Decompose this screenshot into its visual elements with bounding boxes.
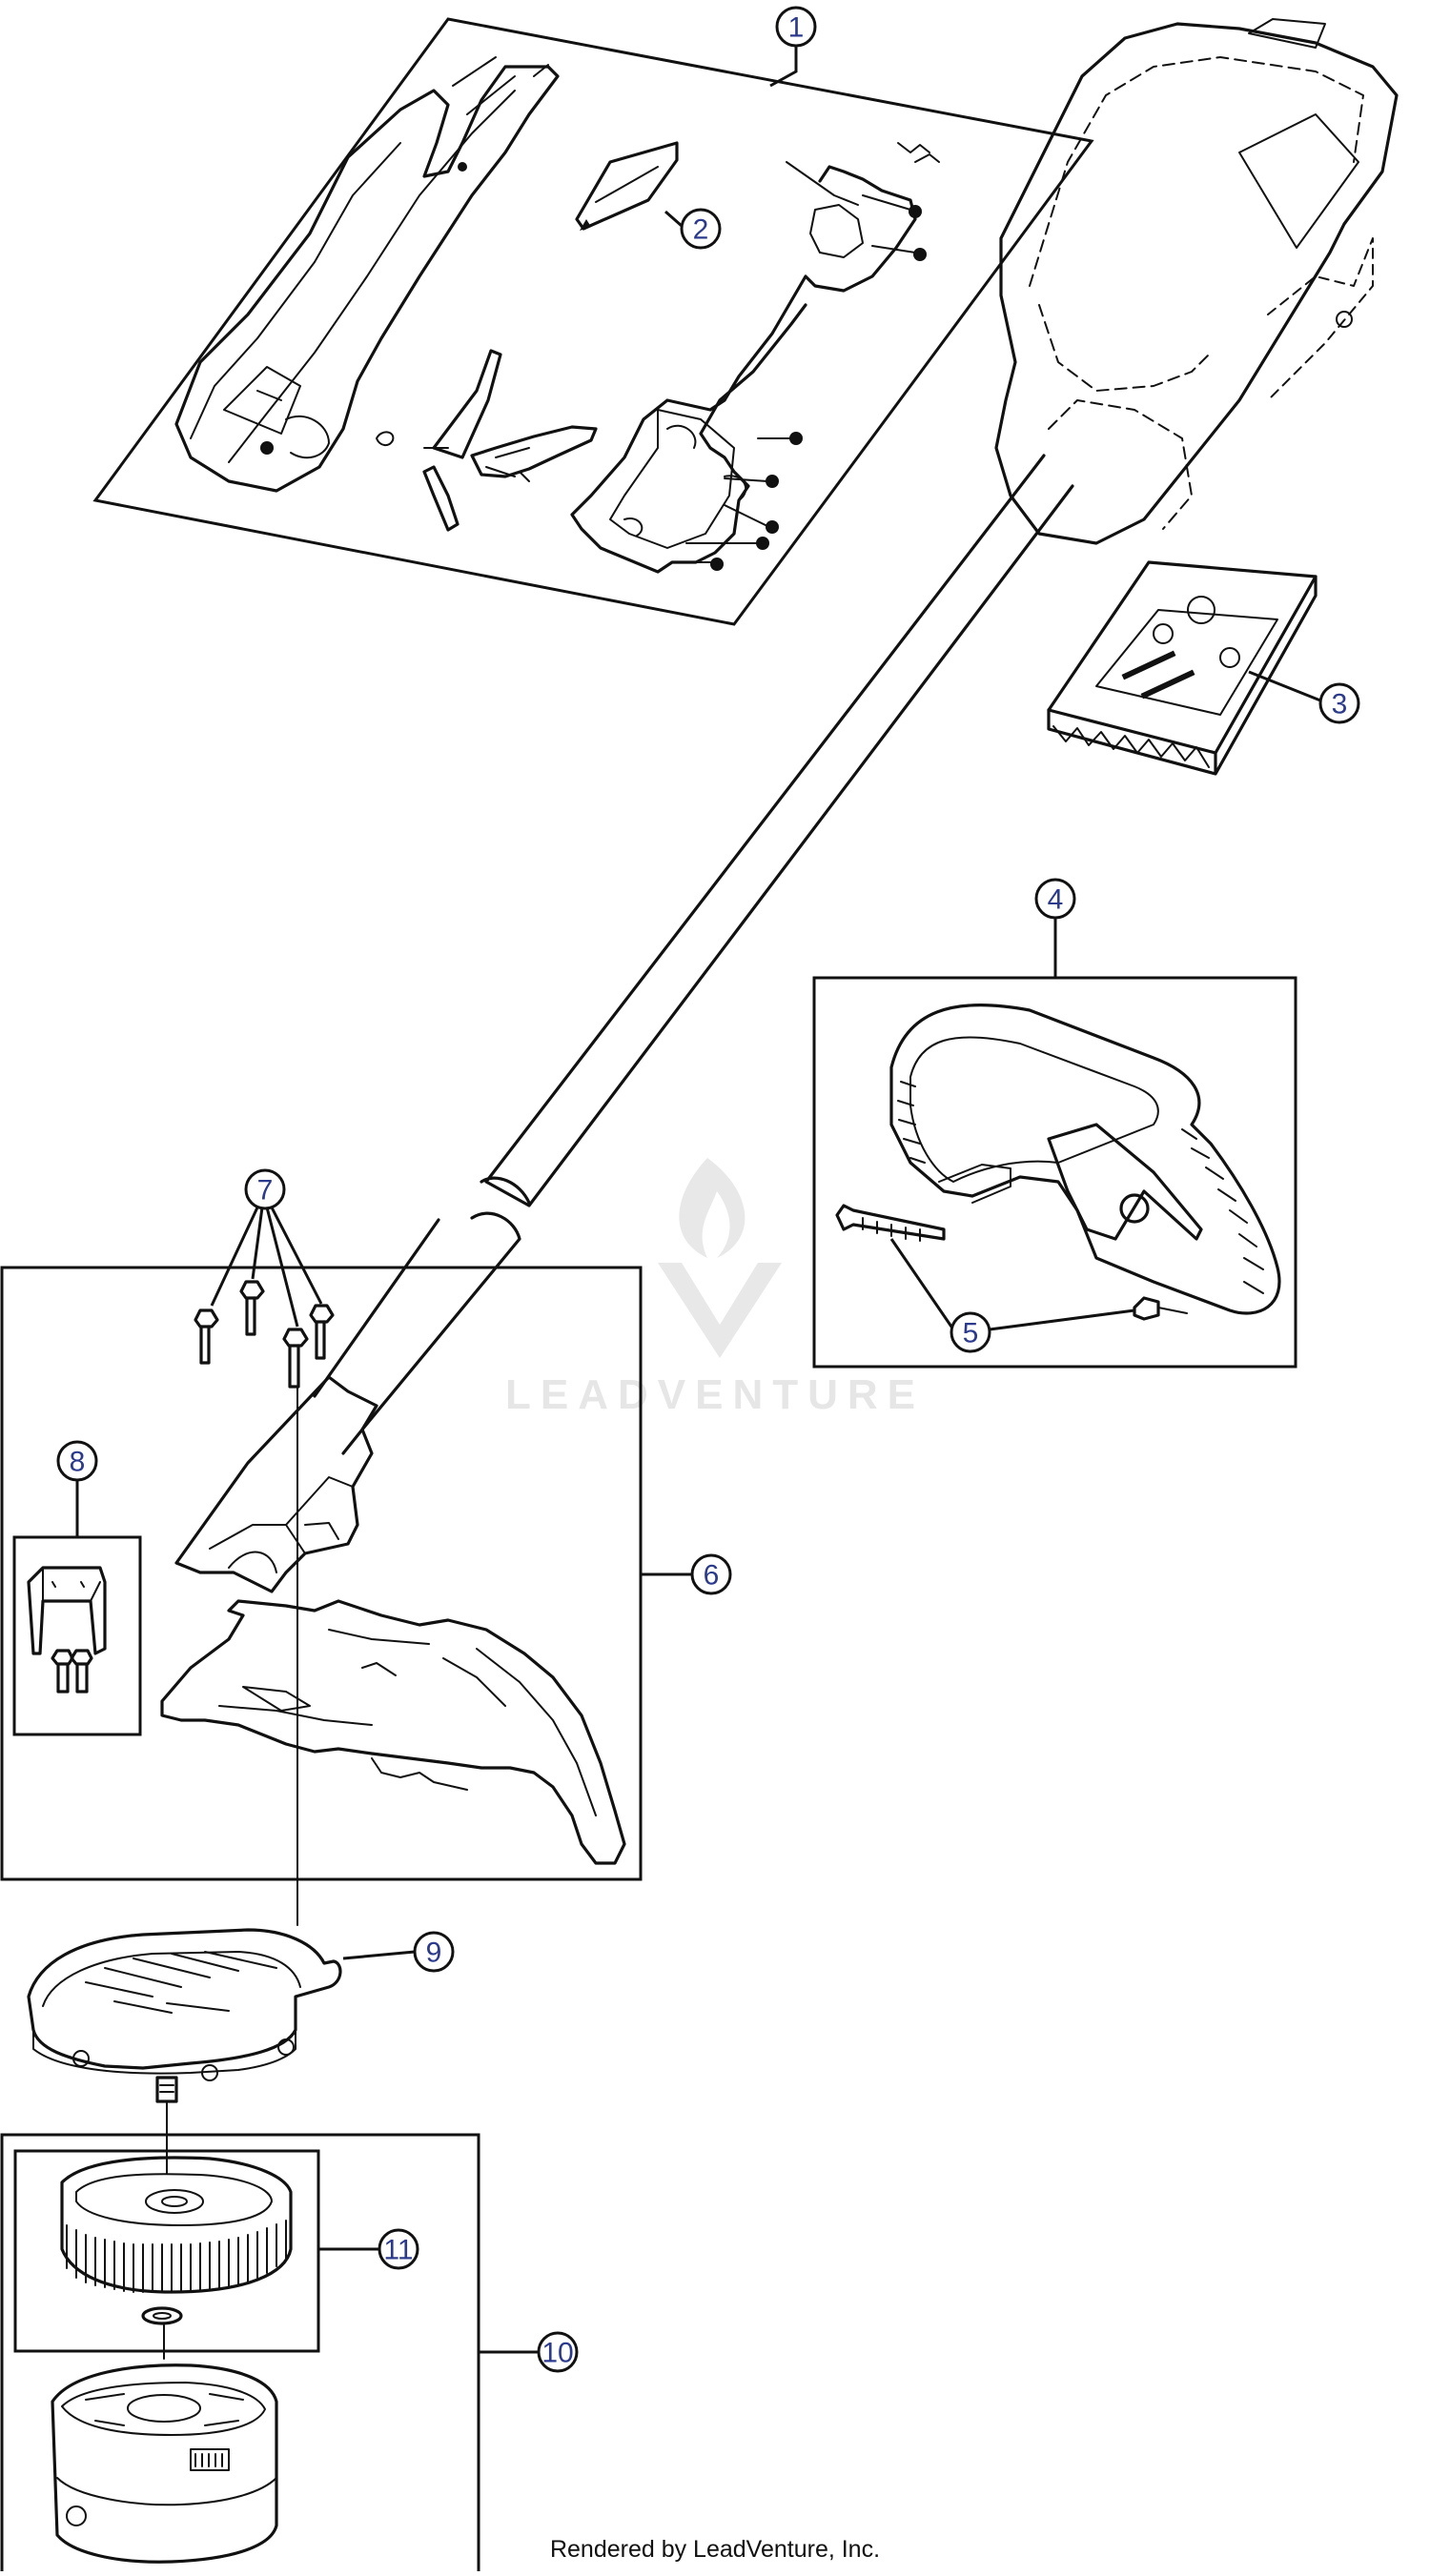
watermark-text: LEADVENTURE (505, 1371, 925, 1418)
footer-credit: Rendered by LeadVenture, Inc. (550, 2536, 880, 2563)
svg-text:5: 5 (963, 1318, 979, 1349)
callout-8[interactable]: 8 (56, 1440, 98, 1537)
callout-2[interactable]: 2 (664, 208, 722, 250)
control-board (1047, 560, 1318, 776)
callout-3[interactable]: 3 (1248, 670, 1360, 724)
motor-housing (994, 18, 1399, 545)
callout-10[interactable]: 10 (479, 2331, 579, 2373)
callout-5[interactable]: 5 (889, 1238, 1135, 1353)
clip-kit-8 (12, 1535, 142, 1736)
svg-text:2: 2 (693, 214, 709, 246)
svg-text:7: 7 (257, 1175, 274, 1207)
callout-7[interactable]: 7 (210, 1168, 323, 1328)
screws-7 (194, 1280, 335, 1389)
svg-text:11: 11 (383, 2235, 413, 2266)
callout-11[interactable]: 11 (318, 2228, 419, 2270)
svg-text:6: 6 (704, 1560, 720, 1592)
spool-head-base (27, 1772, 342, 2160)
assembly-frame-1 (92, 17, 1094, 626)
callout-1[interactable]: 1 (769, 6, 817, 88)
assembly-frame-11 (13, 2149, 320, 2353)
assembly-frame-10 (0, 2133, 480, 2575)
watermark-logo (658, 1158, 782, 1358)
shaft-tube (313, 454, 1074, 1455)
svg-text:10: 10 (541, 2338, 573, 2369)
svg-text:3: 3 (1332, 689, 1348, 720)
handle-housing-assembly (92, 17, 1094, 626)
callout-9[interactable]: 9 (342, 1931, 455, 1973)
svg-text:9: 9 (426, 1937, 442, 1969)
aux-handle-assembly (812, 976, 1297, 1369)
spool-assembly (0, 2133, 480, 2575)
svg-text:4: 4 (1048, 884, 1064, 916)
svg-text:8: 8 (70, 1447, 86, 1478)
callout-4[interactable]: 4 (1034, 878, 1076, 978)
svg-text:1: 1 (788, 12, 805, 44)
guard-assembly (0, 1266, 643, 1881)
callout-6[interactable]: 6 (641, 1553, 732, 1595)
